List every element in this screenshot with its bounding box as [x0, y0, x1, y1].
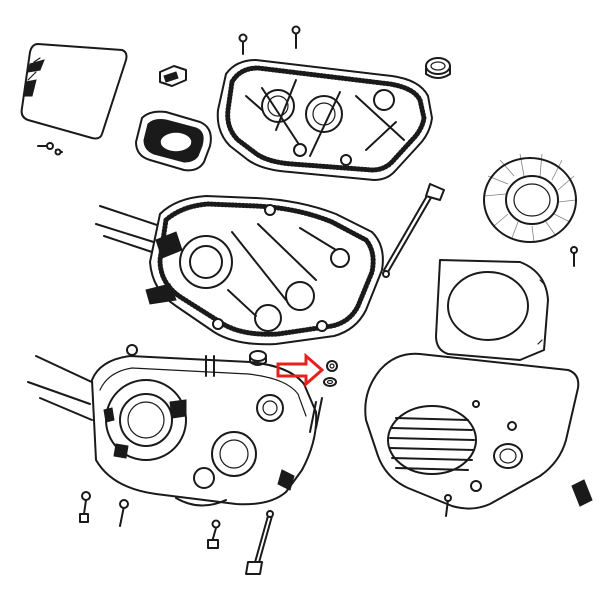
- lower-crankcase-half: [27, 344, 318, 507]
- oil-seal-ring: [425, 57, 451, 79]
- fan-shroud-plate: [435, 259, 549, 361]
- dipstick: [382, 183, 445, 278]
- flywheel-fan: [483, 153, 577, 243]
- bottom-bolts: [79, 491, 274, 575]
- cooling-cover-grille: [364, 352, 593, 510]
- top-cover-screws: [238, 25, 301, 55]
- fan-screw: [570, 246, 578, 267]
- spring-washer: [249, 350, 267, 366]
- highlighted-nut-washer: [323, 360, 338, 387]
- inspection-window-cover: [20, 43, 128, 140]
- cover-screws: [37, 142, 63, 156]
- cover-bolt: [444, 494, 452, 517]
- oval-rubber-mount: [135, 110, 212, 172]
- top-gear-cover: [216, 59, 433, 181]
- small-bracket: [159, 65, 187, 87]
- long-bolt-right: [309, 397, 323, 433]
- middle-crankcase-half: [95, 195, 384, 346]
- highlight-arrow: [276, 352, 325, 388]
